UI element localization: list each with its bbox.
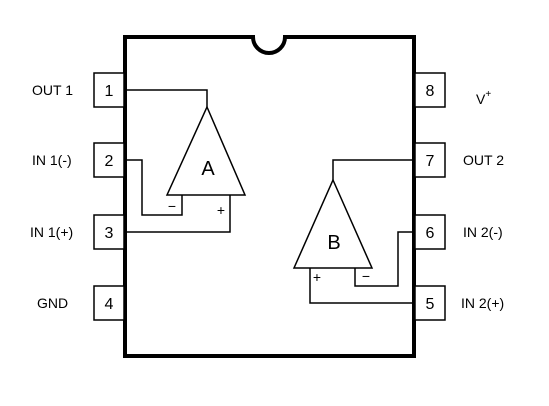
pin-8: 8 V+ <box>414 72 491 108</box>
pin-5: 5 IN 2(+) <box>414 285 504 321</box>
pin-5-number: 5 <box>426 296 435 313</box>
wire-in1-minus <box>125 159 183 216</box>
opamp-b-label: B <box>327 232 340 254</box>
opamp-b-minus-sign: − <box>362 268 370 284</box>
pin-4-box <box>93 285 125 321</box>
wire-out2 <box>332 159 414 180</box>
pin-6: 6 IN 2(-) <box>414 214 503 250</box>
pin-3-number: 3 <box>105 225 114 242</box>
pin-8-label: V+ <box>476 89 491 107</box>
opamp-a-plus-sign: + <box>217 202 225 218</box>
opamp-a: A − + <box>165 105 247 218</box>
pin-2-label: IN 1(-) <box>32 152 72 168</box>
pin-3-box <box>93 214 125 250</box>
pin-6-label: IN 2(-) <box>463 224 503 240</box>
pin-2-number: 2 <box>105 153 114 170</box>
opamp-b-triangle <box>292 178 374 269</box>
pin-8-box <box>414 72 446 108</box>
pin-4-label: GND <box>37 295 68 311</box>
pin-7-label: OUT 2 <box>463 152 504 168</box>
pin-4-number: 4 <box>105 296 114 313</box>
pin-2-box <box>93 142 125 178</box>
pin-5-label: IN 2(+) <box>461 295 504 311</box>
opamp-a-label: A <box>201 158 215 180</box>
pin-3-label: IN 1(+) <box>30 224 73 240</box>
opamp-a-minus-sign: − <box>168 198 176 214</box>
pin-4: 4 GND <box>37 285 125 321</box>
pin-5-box <box>414 285 446 321</box>
pin-1-number: 1 <box>105 83 114 100</box>
opamp-b-plus-sign: + <box>313 269 321 285</box>
wiring <box>125 89 414 304</box>
pin-7-number: 7 <box>426 153 435 170</box>
wire-in2-plus <box>309 268 414 304</box>
ic-body <box>123 35 416 358</box>
pin-2: 2 IN 1(-) <box>32 142 125 178</box>
pin-1-label: OUT 1 <box>32 82 73 98</box>
pin-6-number: 6 <box>426 225 435 242</box>
wire-in2-minus <box>354 231 414 287</box>
pin-6-box <box>414 214 446 250</box>
pin-7: 7 OUT 2 <box>414 142 504 178</box>
opamp-a-triangle <box>165 105 247 196</box>
pin-3: 3 IN 1(+) <box>30 214 125 250</box>
pin-8-label-main: V <box>476 91 486 107</box>
pin-7-box <box>414 142 446 178</box>
wire-out1 <box>125 89 208 107</box>
wire-in1-plus <box>125 195 231 233</box>
pin-8-label-superscript: + <box>485 89 491 100</box>
pin-1: 1 OUT 1 <box>32 72 125 108</box>
opamp-b: B + − <box>292 178 374 285</box>
pin-8-number: 8 <box>426 83 435 100</box>
pin-1-box <box>93 72 125 108</box>
